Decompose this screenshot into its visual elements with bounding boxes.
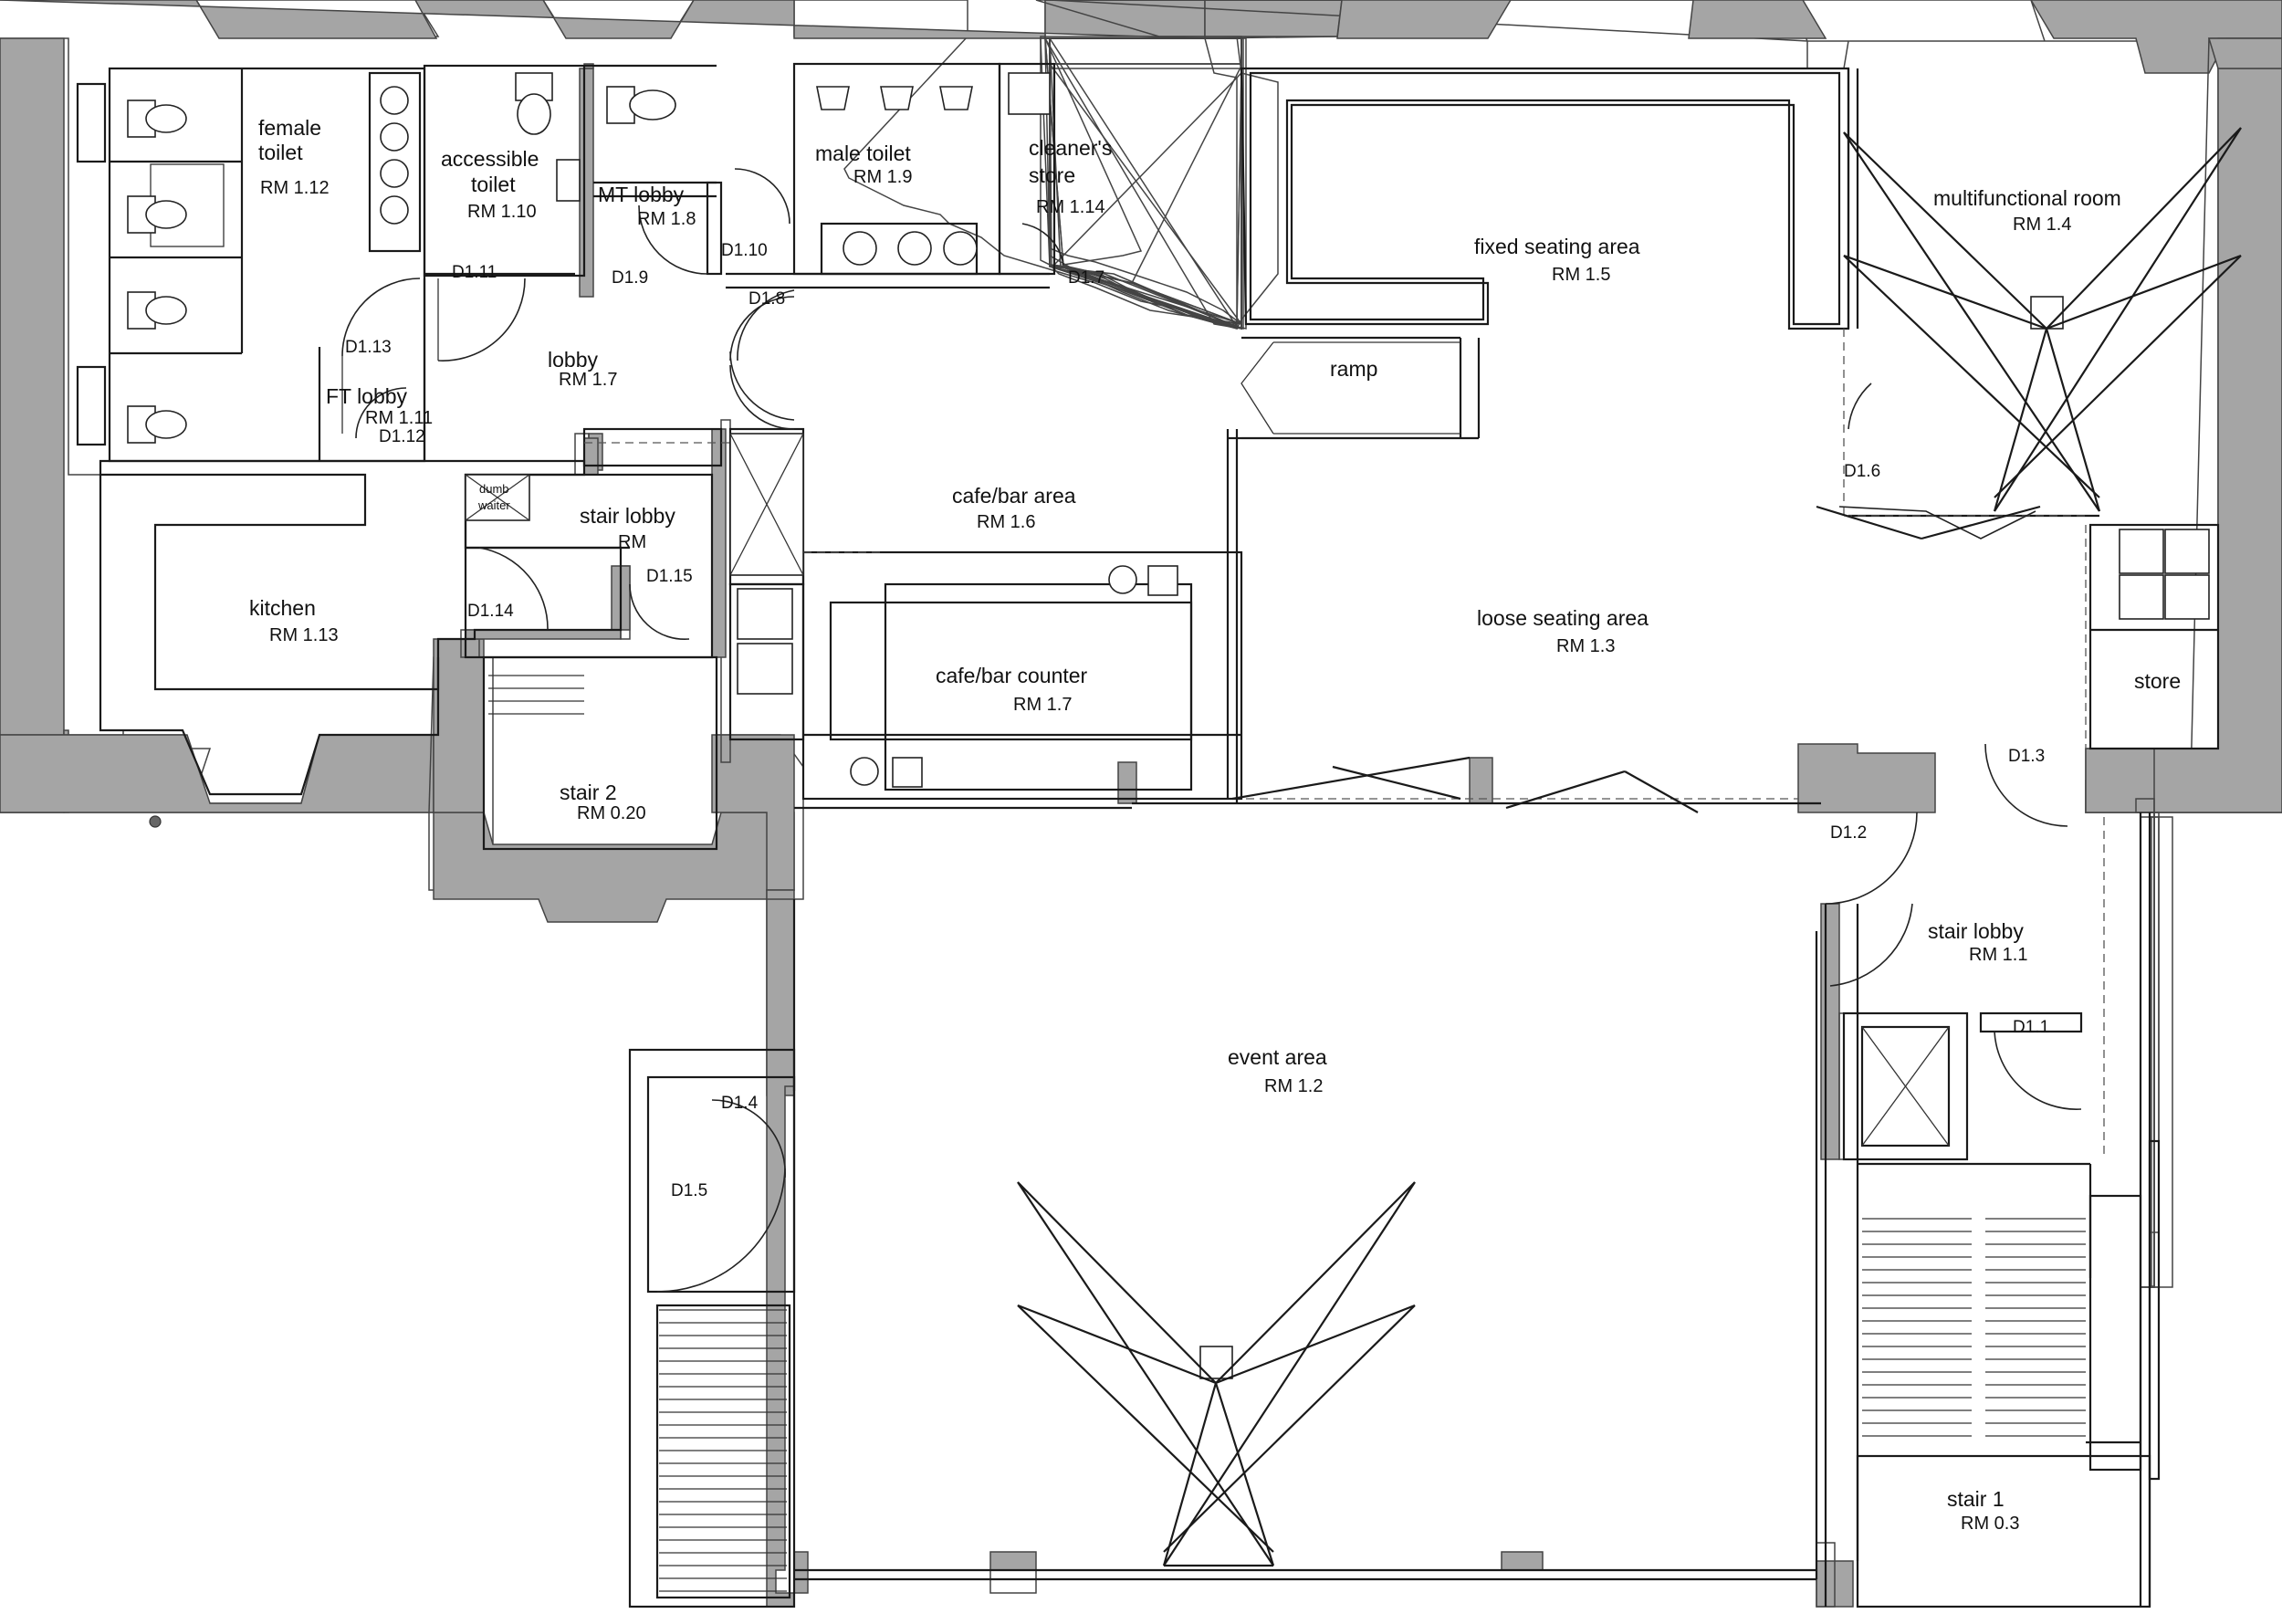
stairs [488,675,2086,1592]
room-name-kitchen: kitchen [249,596,316,620]
room-code-cafe-counter: RM 1.7 [1013,695,1072,715]
door-tag-d1-6: D1.6 [1844,462,1880,481]
door-tag-d1-13: D1.13 [345,338,392,357]
room-code-loose-seating: RM 1.3 [1556,636,1615,656]
room-name-event-area: event area [1228,1045,1327,1069]
room-code-stair-lobby-rm: RM [618,532,646,552]
room-name-stair-lobby-rm: stair lobby [580,504,675,528]
door-tag-d1-12: D1.12 [379,427,425,446]
dumbwaiter-label: dumb [479,482,509,496]
room-name-ramp: ramp [1330,357,1377,381]
door-tags: D1.1 D1.2 D1.3 D1.4 D1.5 D1.6 D1.7 D1.8 … [345,241,2049,1200]
room-name-cafe-bar-area: cafe/bar area [952,484,1076,508]
door-tag-d1-1: D1.1 [2013,1018,2049,1037]
room-name-multifunctional: multifunctional room [1933,186,2121,210]
room-code-fixed-seating: RM 1.5 [1552,265,1610,285]
door-tag-d1-14: D1.14 [467,602,514,621]
room-code-multifunctional: RM 1.4 [2013,215,2071,235]
room-code-kitchen: RM 1.13 [269,625,339,645]
door-tag-d1-3: D1.3 [2008,747,2045,766]
door-tag-d1-2: D1.2 [1830,823,1867,843]
room-code-mt-lobby: RM 1.8 [637,209,696,229]
room-name-female-toilet: female [258,116,321,140]
door-tag-d1-7: D1.7 [1068,268,1104,288]
room-name-stair1: stair 1 [1947,1487,2005,1511]
room-code-lobby: RM 1.7 [559,370,617,390]
door-tag-d1-4: D1.4 [721,1094,759,1113]
room-name-accessible-toilet: accessible [441,147,539,171]
room-code-accessible-toilet: RM 1.10 [467,202,537,222]
door-tag-d1-8: D1.8 [748,289,785,309]
door-tag-d1-9: D1.9 [612,268,648,288]
door-tag-d1-11: D1.11 [452,263,497,282]
door-tag-d1-10: D1.10 [721,241,768,260]
room-name-female-toilet-2: toilet [258,141,303,164]
room-name-mt-lobby: MT lobby [598,183,685,206]
room-name-cafe-counter: cafe/bar counter [936,664,1088,687]
room-name-lobby: lobby [548,348,598,372]
dumbwaiter-label-2: waiter [477,498,510,512]
room-labels: female toilet RM 1.12 accessible toilet … [249,116,2181,1534]
room-code-stair1: RM 0.3 [1961,1514,2019,1534]
room-code-ft-lobby: RM 1.11 [365,408,433,428]
room-code-stair-lobby-1: RM 1.1 [1969,945,2027,965]
room-name-cleaners-store: cleaner's [1029,136,1112,160]
room-name-loose-seating: loose seating area [1477,606,1649,630]
room-name-stair-lobby-1: stair lobby [1928,919,2024,943]
door-tag-d1-5: D1.5 [671,1181,707,1200]
room-code-stair2: RM 0.20 [577,803,646,823]
room-name-ft-lobby: FT lobby [326,384,408,408]
room-name-store: store [2134,669,2181,693]
projection-lines [1017,127,2242,1567]
room-code-event-area: RM 1.2 [1264,1076,1323,1096]
room-name-fixed-seating: fixed seating area [1474,235,1640,258]
room-name-accessible-toilet-2: toilet [471,173,516,196]
room-code-cleaners-store: RM 1.14 [1036,197,1105,217]
door-tag-d1-15: D1.15 [646,567,693,586]
room-name-male-toilet: male toilet [815,141,911,165]
room-code-cafe-bar-area: RM 1.6 [977,512,1035,532]
fixtures [127,72,2064,1379]
room-name-stair2: stair 2 [560,781,617,804]
room-name-cleaners-store-2: store [1029,163,1075,187]
room-code-male-toilet: RM 1.9 [853,167,912,187]
room-code-female-toilet: RM 1.12 [260,178,330,198]
door-swings [341,168,2082,1293]
